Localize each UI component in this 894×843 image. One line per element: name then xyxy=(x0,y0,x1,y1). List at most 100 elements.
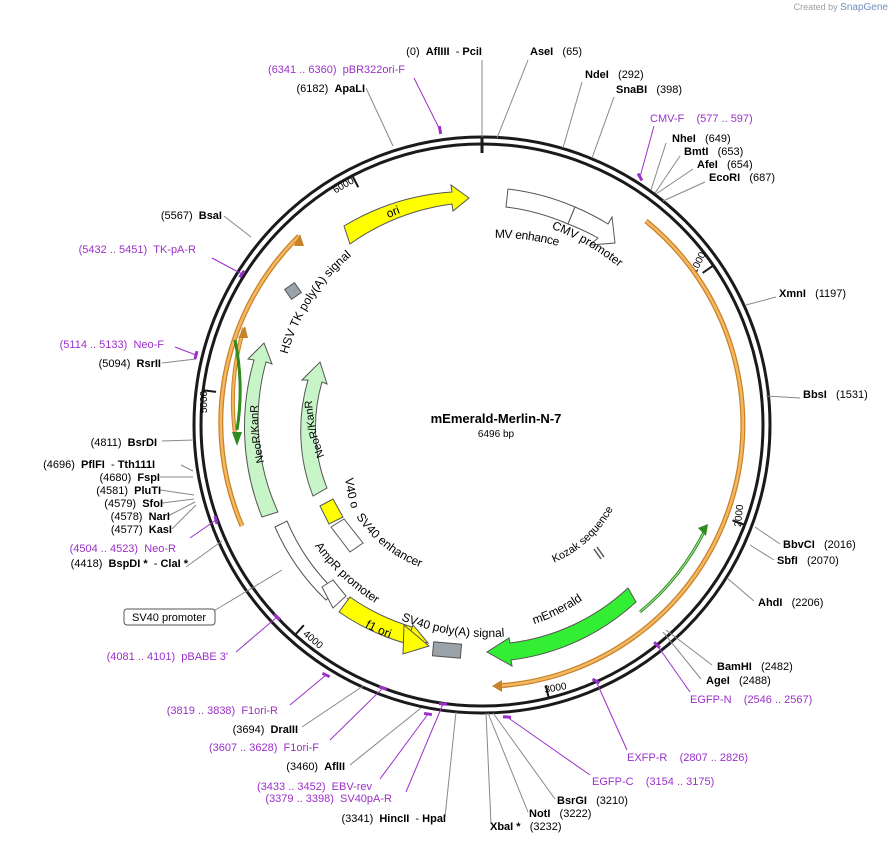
primer-leader xyxy=(174,346,197,356)
enzyme-site-label: (4696) PflFI - Tth111I xyxy=(43,459,155,471)
enzyme-leader xyxy=(180,464,194,472)
primer-site-label: (4504 .. 4523) Neo-R xyxy=(70,543,176,555)
enzyme-site-label: (3694) DraIII xyxy=(233,724,298,736)
primer-leader xyxy=(656,644,691,693)
enzyme-site-label: XbaI * (3232) xyxy=(490,821,562,833)
scale-tick xyxy=(702,265,714,274)
scale-tick xyxy=(295,624,305,635)
enzyme-leader xyxy=(223,215,252,238)
enzyme-leader xyxy=(655,168,694,195)
primer-site-mark xyxy=(213,515,219,525)
enzyme-leader xyxy=(562,81,583,149)
enzyme-site-label: SbfI (2070) xyxy=(777,555,839,567)
green-arc-emerald-inner xyxy=(639,527,707,613)
enzyme-leader xyxy=(492,712,556,800)
primer-leader xyxy=(506,716,591,776)
enzyme-site-label: EcoRI (687) xyxy=(709,172,775,184)
enzyme-leader xyxy=(349,707,422,766)
feature-neor-kanr-inner xyxy=(300,361,328,497)
primer-site-mark xyxy=(321,671,331,679)
enzyme-leader xyxy=(161,498,195,504)
enzyme-leader xyxy=(171,504,197,530)
enzyme-leader xyxy=(301,685,364,728)
enzyme-site-label: SnaBI (398) xyxy=(616,84,682,96)
label-hsv-tk-polya: HSV TK poly(A) signal xyxy=(277,247,353,355)
primer-site-mark xyxy=(636,172,644,182)
enzyme-site-label: (3341) HincII - HpaI xyxy=(341,813,446,825)
enzyme-site-label: (4578) NarI xyxy=(111,511,170,523)
enzyme-leader xyxy=(665,629,713,666)
enzyme-leader xyxy=(185,540,223,568)
enzyme-leader xyxy=(161,358,197,364)
primer-leader xyxy=(211,257,243,275)
label-cmv-enhancer: CMV enhancer xyxy=(0,3,561,249)
scale-tick-label: 2000 xyxy=(733,504,746,528)
primer-site-label: (3819 .. 3838) F1ori-R xyxy=(167,705,278,717)
primer-leader xyxy=(405,703,444,793)
enzyme-site-label: (4577) KasI xyxy=(111,524,172,536)
enzyme-leader xyxy=(765,395,801,399)
primer-site-mark xyxy=(238,269,246,279)
primer-site-label: (3433 .. 3452) EBV-rev xyxy=(257,781,372,793)
enzyme-leader xyxy=(365,87,394,147)
label-sv40-enhancer: SV40 enhancer xyxy=(354,510,425,570)
enzyme-site-label: (6182) ApaLI xyxy=(297,83,365,95)
green-arrowhead-emerald xyxy=(698,524,708,536)
feature-sv40-ori xyxy=(319,498,344,525)
sv40-promoter-label: SV40 promoter xyxy=(132,612,206,624)
primer-leader xyxy=(413,77,441,131)
primer-leader xyxy=(329,687,384,741)
feature-kozak-2 xyxy=(596,546,605,558)
feature-f1-ori-head xyxy=(402,623,431,655)
feature-memerald xyxy=(486,587,637,667)
enzyme-site-label: (0) AflIII - PciI xyxy=(406,46,482,58)
primer-site-label: CMV-F (577 .. 597) xyxy=(650,113,753,125)
label-memerald: mEmerald xyxy=(530,591,584,627)
scale-tick xyxy=(351,176,360,188)
enzyme-leader xyxy=(754,526,781,545)
feature-sv40-enhancer xyxy=(330,518,364,553)
enzyme-site-label: NdeI (292) xyxy=(585,69,644,81)
sv40-promoter-leader xyxy=(211,569,283,613)
enzyme-site-label: (4581) PluTI xyxy=(96,485,161,497)
primer-leader xyxy=(235,616,278,653)
primer-site-mark xyxy=(423,711,433,717)
credit-brand: SnapGene xyxy=(840,2,888,13)
primer-site-label: EXFP-R (2807 .. 2826) xyxy=(627,752,748,764)
enzyme-site-label: AfeI (654) xyxy=(697,159,753,171)
orf-arcs xyxy=(218,219,746,692)
green-arc-neo xyxy=(233,339,242,431)
enzyme-site-label: BamHI (2482) xyxy=(717,661,793,673)
scale-tick-label: 5000 xyxy=(199,390,210,413)
enzyme-site-label: NheI (649) xyxy=(672,133,731,145)
primer-site-mark xyxy=(653,641,661,649)
primer-leader xyxy=(639,125,655,178)
scale-tick xyxy=(204,389,217,393)
enzyme-site-label: AhdI (2206) xyxy=(758,597,823,609)
primer-site-mark xyxy=(272,613,282,621)
primer-site-label: (3379 .. 3398) SV40pA-R xyxy=(265,793,392,805)
primer-site-label: (5114 .. 5133) Neo-F xyxy=(60,339,165,351)
feature-sv40-polya xyxy=(431,641,463,659)
label-kozak: Kozak sequence xyxy=(550,504,615,565)
scale-tick xyxy=(544,685,550,698)
feature-ampr-promoter-tail xyxy=(321,579,347,609)
primer-leader xyxy=(189,519,217,539)
primer-site-label: EGFP-N (2546 .. 2567) xyxy=(690,694,812,706)
enzyme-leader xyxy=(726,577,755,602)
green-arrowhead-neo xyxy=(232,432,242,446)
enzyme-site-label: (4579) SfoI xyxy=(104,498,163,510)
feature-hsv-tk-polya xyxy=(283,281,303,301)
enzyme-leader xyxy=(662,181,706,202)
enzyme-site-label: AgeI (2488) xyxy=(706,675,771,687)
enzyme-site-label: (5567) BsaI xyxy=(161,210,222,222)
enzyme-leader xyxy=(161,439,195,442)
snapgene-credit: Created by SnapGene xyxy=(794,2,888,13)
enzyme-site-label: (4811) BsrDI xyxy=(91,437,157,449)
feature-ori xyxy=(343,183,470,245)
orf-arrowhead-neo xyxy=(294,234,304,246)
features xyxy=(244,183,637,667)
